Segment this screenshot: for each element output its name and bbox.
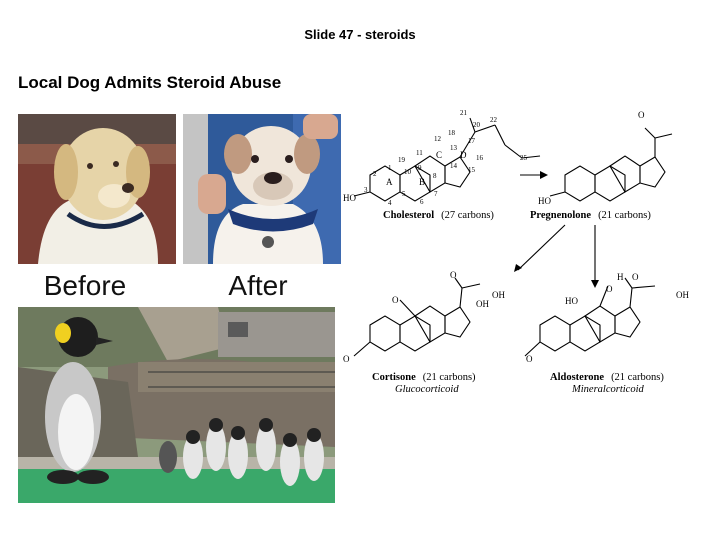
cortisone-name: Cortisone — [372, 372, 416, 383]
pregnenolone-carbons: (21 carbons) — [598, 210, 651, 221]
dog-before-photo — [18, 114, 176, 264]
carbon-11: 11 — [416, 149, 423, 157]
cortisone-carbons: (21 carbons) — [423, 372, 476, 383]
pregnenolone-label: Pregnenolone (21 carbons) — [530, 205, 651, 222]
carbon-8: 8 — [433, 172, 437, 180]
carbon-14: 14 — [450, 162, 458, 170]
carbon-3: 3 — [364, 186, 368, 194]
aldosterone-carbons: (21 carbons) — [611, 372, 664, 383]
after-label: After — [228, 270, 288, 301]
aldosterone-ho: HO — [565, 296, 578, 306]
carbon-7: 7 — [434, 190, 438, 198]
penguin-photo — [18, 307, 335, 503]
cholesterol-name: Cholesterol — [383, 210, 434, 221]
cortisone-label: Cortisone (21 carbons) — [372, 367, 476, 384]
carbon-10: 10 — [404, 168, 412, 176]
carbon-4: 4 — [388, 199, 392, 207]
slide-title: Slide 47 - steroids — [304, 27, 416, 42]
cortisone-o-ring: O — [343, 354, 350, 364]
dog-after-photo — [183, 114, 341, 264]
steroid-synthesis-diagram: A B C D 1 2 3 4 5 6 7 8 9 10 11 12 13 14… — [343, 109, 689, 395]
ring-letter-c: C — [436, 150, 442, 160]
cortisone-oh-1: OH — [492, 290, 505, 300]
cholesterol-label: Cholesterol (27 carbons) — [383, 205, 494, 222]
aldosterone-label: Aldosterone (21 carbons) — [550, 367, 664, 384]
carbon-1: 1 — [388, 164, 392, 172]
carbon-19: 19 — [398, 156, 406, 164]
carbon-22: 22 — [490, 116, 498, 124]
cortisone-o-ketone: O — [450, 270, 457, 280]
carbon-5: 5 — [402, 190, 406, 198]
aldosterone-o-ring: O — [526, 354, 533, 364]
carbon-15: 15 — [468, 166, 476, 174]
carbon-17: 17 — [468, 137, 476, 145]
pregnenolone-o: O — [638, 110, 645, 120]
aldosterone-o-1: O — [632, 272, 639, 282]
cholesterol-carbons: (27 carbons) — [441, 210, 494, 221]
slide-heading: Local Dog Admits Steroid Abuse — [18, 73, 282, 92]
cortisone-class: Glucocorticoid — [395, 384, 459, 395]
pregnenolone-ho: HO — [538, 196, 551, 206]
pregnenolone-name: Pregnenolone — [530, 210, 591, 221]
carbon-20: 20 — [473, 121, 481, 129]
aldosterone-h: H — [617, 272, 624, 282]
aldosterone-o-2: O — [606, 284, 613, 294]
carbon-25: 25 — [520, 154, 528, 162]
cortisone-o-top: O — [392, 295, 399, 305]
aldosterone-class: Mineralcorticoid — [571, 384, 644, 395]
carbon-16: 16 — [476, 154, 484, 162]
carbon-12: 12 — [434, 135, 442, 143]
carbon-21: 21 — [460, 109, 468, 117]
before-label: Before — [43, 270, 127, 301]
ring-letter-d: D — [460, 150, 467, 160]
cholesterol-ho: HO — [343, 193, 356, 203]
cortisone-oh-2: OH — [476, 299, 489, 309]
carbon-6: 6 — [420, 198, 424, 206]
aldosterone-name: Aldosterone — [550, 372, 604, 383]
carbon-2: 2 — [373, 170, 377, 178]
ring-letter-a: A — [386, 177, 393, 187]
carbon-13: 13 — [450, 144, 458, 152]
carbon-18: 18 — [448, 129, 456, 137]
carbon-9: 9 — [418, 164, 422, 172]
ring-letter-b: B — [419, 177, 425, 187]
aldosterone-oh: OH — [676, 290, 689, 300]
